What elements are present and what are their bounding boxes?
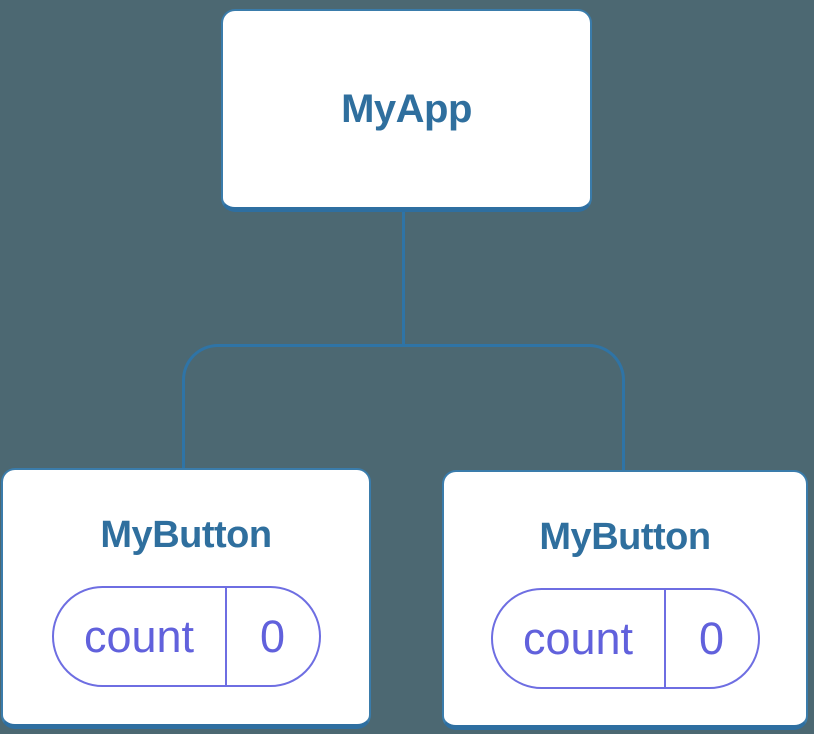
root-connector-line [402, 207, 405, 347]
tree-node-myapp: MyApp [221, 9, 592, 212]
children-connector-bracket [182, 344, 625, 470]
node-label: MyButton [539, 516, 711, 558]
tree-node-mybutton-right: MyButton count 0 [442, 470, 808, 730]
node-label: MyButton [100, 514, 272, 556]
node-label: MyApp [341, 87, 472, 131]
state-value: 0 [698, 612, 725, 664]
state-pill: count 0 [490, 587, 760, 689]
state-key: count [54, 587, 227, 685]
state-value: 0 [259, 610, 286, 662]
state-pill: count 0 [51, 585, 321, 687]
state-key: count [493, 589, 666, 687]
tree-node-mybutton-left: MyButton count 0 [1, 468, 371, 729]
